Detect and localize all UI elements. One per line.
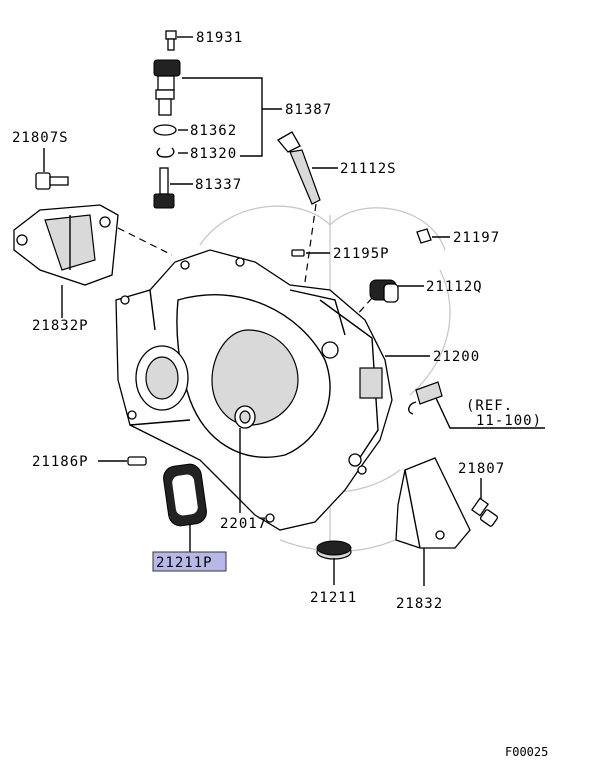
label-21112S: 21112S xyxy=(340,161,397,177)
ref-wire-clip xyxy=(408,381,443,415)
clip-81320[interactable] xyxy=(156,147,175,158)
label-81931: 81931 xyxy=(196,30,243,46)
label-21112Q: 21112Q xyxy=(426,279,483,295)
label-21211: 21211 xyxy=(310,590,357,606)
bracket-21832[interactable] xyxy=(395,457,471,549)
label-81362: 81362 xyxy=(190,123,237,139)
plug-21197[interactable] xyxy=(416,228,432,244)
plug-21211[interactable] xyxy=(316,540,352,560)
vent-plug-21112S[interactable] xyxy=(277,131,321,205)
pin-21195P[interactable] xyxy=(291,249,305,257)
bolt-21807[interactable] xyxy=(470,497,499,527)
label-21832P: 21832P xyxy=(32,318,89,334)
gasket-21211P[interactable] xyxy=(162,463,208,528)
label-21197: 21197 xyxy=(453,230,500,246)
label-21832: 21832 xyxy=(396,596,443,612)
highlight-21211P xyxy=(152,551,227,572)
pin-21186P[interactable] xyxy=(127,456,147,466)
transmission-case-21200[interactable] xyxy=(115,249,393,531)
label-21211P[interactable]: 21211P xyxy=(156,555,213,571)
label-21807: 21807 xyxy=(458,461,505,477)
speed-sensor-81387[interactable] xyxy=(153,59,181,116)
label-21195P: 21195P xyxy=(333,246,390,262)
o-ring-81362[interactable] xyxy=(153,124,177,136)
bolt-21807S[interactable] xyxy=(35,172,69,190)
label-21200: 21200 xyxy=(433,349,480,365)
label-81387: 81387 xyxy=(285,102,332,118)
label-ref-line1: (REF. xyxy=(466,398,513,414)
label-21186P: 21186P xyxy=(32,454,89,470)
label-21807S: 21807S xyxy=(12,130,69,146)
bolt-81931[interactable] xyxy=(165,30,177,51)
label-81337: 81337 xyxy=(195,177,242,193)
figure-code: F00025 xyxy=(505,745,548,759)
label-22017: 22017 xyxy=(220,516,267,532)
driven-gear-81337[interactable] xyxy=(153,167,175,209)
label-ref-line2: 11-100) xyxy=(476,413,542,429)
bracket-21832P[interactable] xyxy=(13,204,119,286)
cap-21112Q[interactable] xyxy=(369,279,399,303)
label-81320: 81320 xyxy=(190,146,237,162)
